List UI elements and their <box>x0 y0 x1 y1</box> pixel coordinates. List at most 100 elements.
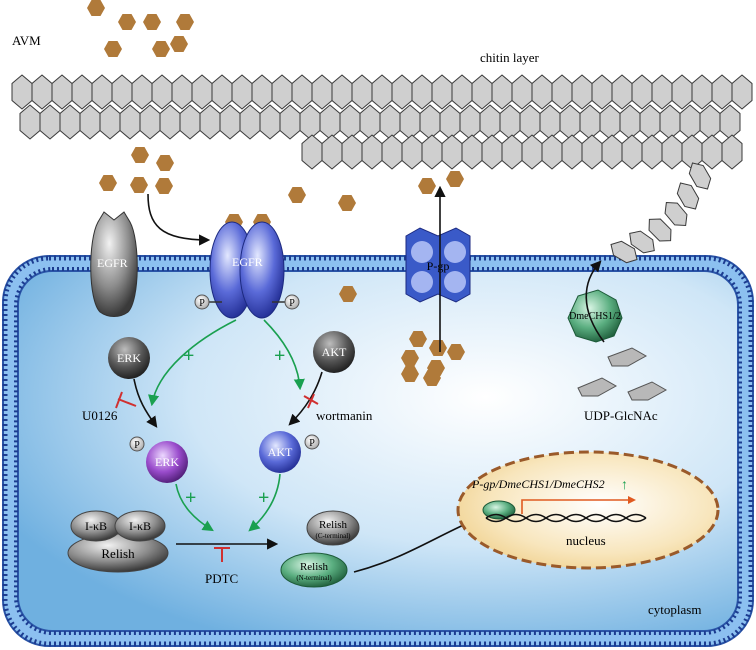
chitin-hexagon <box>139 104 161 140</box>
chitin-hexagon <box>339 104 361 140</box>
chitin-hexagon <box>451 74 473 110</box>
chitin-hexagon <box>379 104 401 140</box>
chitin-hexagon <box>421 134 443 170</box>
avm-particle <box>131 147 149 163</box>
avm-particle <box>447 344 465 360</box>
chitin-hexagon <box>31 74 53 110</box>
chitin-hexagon <box>11 74 33 110</box>
chitin-hexagon <box>419 104 441 140</box>
chitin-hexagon <box>259 104 281 140</box>
chitin-hexagon <box>731 74 753 110</box>
avm-particle <box>104 41 122 57</box>
avm-particle <box>401 366 419 382</box>
chitin-hexagon <box>291 74 313 110</box>
nucleus: P-gp/DmeCHS1/DmeCHS2 ↑ nucleus <box>456 450 720 570</box>
chitin-hexagon <box>371 74 393 110</box>
chitin-hexagon <box>299 104 321 140</box>
chitin-hexagon <box>351 74 373 110</box>
chitin-hexagon <box>539 104 561 140</box>
chitin-hexagon <box>401 134 423 170</box>
chitin-layer <box>11 74 753 170</box>
chitin-hexagon <box>691 74 713 110</box>
chitin-chain-unit <box>629 230 655 254</box>
chitin-hexagon <box>91 74 113 110</box>
egfr-active-label: EGFR <box>232 255 263 269</box>
egfr-active: EGFR <box>209 221 285 319</box>
svg-text:Relish: Relish <box>300 561 329 573</box>
chitin-hexagon <box>699 104 721 140</box>
egfr-to-akt-arrow <box>263 319 305 391</box>
erk-activation-arrow <box>133 378 158 428</box>
chitin-synthase: DmeCHS1/2 <box>567 289 623 343</box>
relish-translocation-arrow <box>353 520 473 573</box>
avm-particle <box>99 175 117 191</box>
chitin-hexagon <box>491 74 513 110</box>
erk-phosphorylated: P ERK <box>129 436 188 483</box>
dna-strand-2 <box>485 513 647 523</box>
chitin-hexagon <box>441 134 463 170</box>
avm-particle <box>156 155 174 171</box>
chitin-hexagon <box>559 104 581 140</box>
chitin-hexagon <box>361 134 383 170</box>
avm-particle <box>401 350 419 366</box>
chitin-hexagon <box>211 74 233 110</box>
chitin-hexagon <box>159 104 181 140</box>
transcription-arrow <box>521 499 628 514</box>
chitin-hexagon <box>99 104 121 140</box>
cytoplasm-label: cytoplasm <box>648 602 701 617</box>
chitin-chain-unit <box>664 201 688 227</box>
akt-phosphorylated: AKT P <box>259 431 320 473</box>
chitin-hexagon <box>499 104 521 140</box>
chitin-hexagon <box>391 74 413 110</box>
chitin-hexagon <box>311 74 333 110</box>
svg-text:Relish: Relish <box>319 519 348 531</box>
chitin-hexagon <box>219 104 241 140</box>
chitin-hexagon <box>151 74 173 110</box>
chitin-hexagon <box>199 104 221 140</box>
avm-particle <box>176 14 194 30</box>
u0126-label: U0126 <box>82 408 118 423</box>
pgp-label: P-gp <box>427 259 450 273</box>
relish-bound <box>482 500 516 520</box>
ikb-label-2: I-κB <box>129 519 151 533</box>
egfr-activation-arrow <box>147 193 211 246</box>
chitin-hexagon <box>591 74 613 110</box>
chitin-hexagon <box>571 74 593 110</box>
pgp-transporter: P-gp <box>405 227 471 303</box>
chitin-hexagon <box>239 104 261 140</box>
chitin-hexagon <box>519 104 541 140</box>
avm-particle <box>143 14 161 30</box>
chitin-hexagon <box>599 104 621 140</box>
nucleus-label: nucleus <box>566 533 606 548</box>
chitin-hexagon <box>119 104 141 140</box>
chitin-hexagon <box>411 74 433 110</box>
avm-label: AVM <box>12 33 41 48</box>
plus-erk-relish: + <box>185 487 196 509</box>
avm-particle <box>170 36 188 52</box>
chitin-chain <box>610 162 712 264</box>
chitin-hexagon <box>51 74 73 110</box>
chitin-hexagon <box>671 74 693 110</box>
chitin-hexagon <box>661 134 683 170</box>
chitin-hexagon <box>321 134 343 170</box>
egfr-inactive: EGFR <box>90 211 138 317</box>
chitin-hexagon <box>111 74 133 110</box>
chitin-hexagon <box>651 74 673 110</box>
avm-particle <box>409 331 427 347</box>
akt-inactive-label: AKT <box>322 345 347 359</box>
upregulation-arrow: ↑ <box>621 478 628 493</box>
svg-text:P: P <box>289 298 295 309</box>
chitin-hexagon <box>641 134 663 170</box>
chitin-hexagon <box>279 104 301 140</box>
avm-particle <box>155 178 173 194</box>
chitin-hexagon <box>711 74 733 110</box>
avm-particle <box>429 340 447 356</box>
pdtc-label: PDTC <box>205 571 238 586</box>
svg-text:(N-terminal): (N-terminal) <box>296 574 332 582</box>
chitin-hexagon <box>611 74 633 110</box>
akt-active-label: AKT <box>268 445 293 459</box>
chitin-hexagon <box>621 134 643 170</box>
chitin-hexagon <box>511 74 533 110</box>
chitin-hexagon <box>431 74 453 110</box>
